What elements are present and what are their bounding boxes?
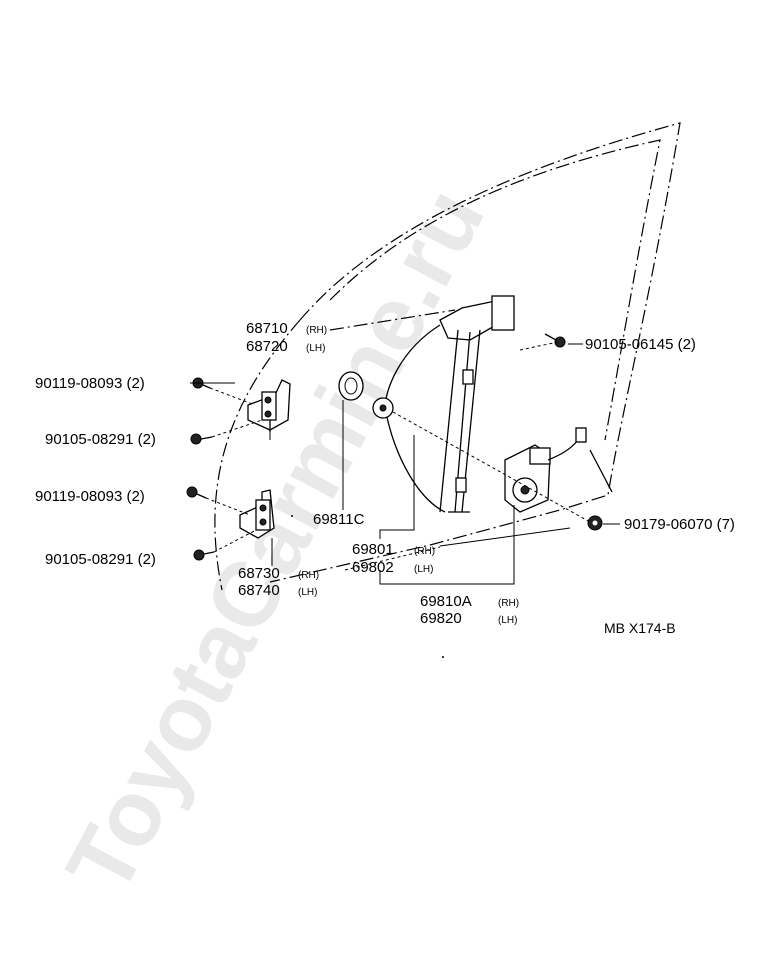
callout-screw-top-right: 90105-06145 (2) [585, 336, 696, 353]
svg-text:68730: 68730 [238, 565, 280, 582]
window-regulator [372, 295, 515, 513]
svg-text:(RH): (RH) [498, 598, 519, 609]
callout-hinge-lower: 68730 (RH) 68740 (LH) [238, 565, 319, 599]
grommet [338, 371, 364, 401]
callout-bolt-upper-a: 90119-08093 (2) [35, 375, 145, 392]
nut-icon [587, 515, 603, 531]
screw-icon [544, 333, 566, 348]
callout-bolt-lower-b: 90105-08291 (2) [45, 551, 156, 568]
svg-text:(LH): (LH) [306, 343, 325, 354]
svg-text:(LH): (LH) [414, 564, 433, 575]
svg-text:69820: 69820 [420, 610, 462, 627]
svg-text:(LH): (LH) [298, 587, 317, 598]
svg-text:68720: 68720 [246, 338, 288, 355]
callout-bolt-upper-b: 90105-08291 (2) [45, 431, 156, 448]
upper-hinge [247, 379, 291, 432]
svg-text:(RH): (RH) [298, 570, 319, 581]
bolt-icon-4 [193, 549, 215, 561]
callout-grommet: 69811C [313, 511, 365, 528]
svg-text:(RH): (RH) [306, 325, 327, 336]
reference-code: MB X174-B [604, 620, 676, 636]
door-outline [214, 122, 681, 591]
svg-text:(LH): (LH) [498, 615, 517, 626]
lower-hinge [239, 489, 275, 539]
svg-text:69802: 69802 [352, 559, 394, 576]
callout-nut-right: 90179-06070 (7) [624, 516, 735, 533]
watermark: ToyotaCarmine.ru [48, 172, 504, 909]
regulator-motor [504, 427, 587, 513]
bolt-icon-2 [190, 433, 213, 445]
callout-bolt-lower-a: 90119-08093 (2) [35, 488, 145, 505]
callout-motor: 69810A (RH) 69820 (LH) [420, 593, 519, 627]
svg-text:68740: 68740 [238, 582, 280, 599]
svg-text:68710: 68710 [246, 320, 288, 337]
svg-text:69810A: 69810A [420, 593, 472, 610]
bolt-icon-3 [186, 486, 207, 499]
callout-hinge-upper: 68710 (RH) 68720 (LH) [246, 320, 327, 355]
svg-text:(RH): (RH) [414, 546, 435, 557]
callout-regulator: 69801 (RH) 69802 (LH) [352, 541, 435, 576]
svg-text:69801: 69801 [352, 541, 394, 558]
